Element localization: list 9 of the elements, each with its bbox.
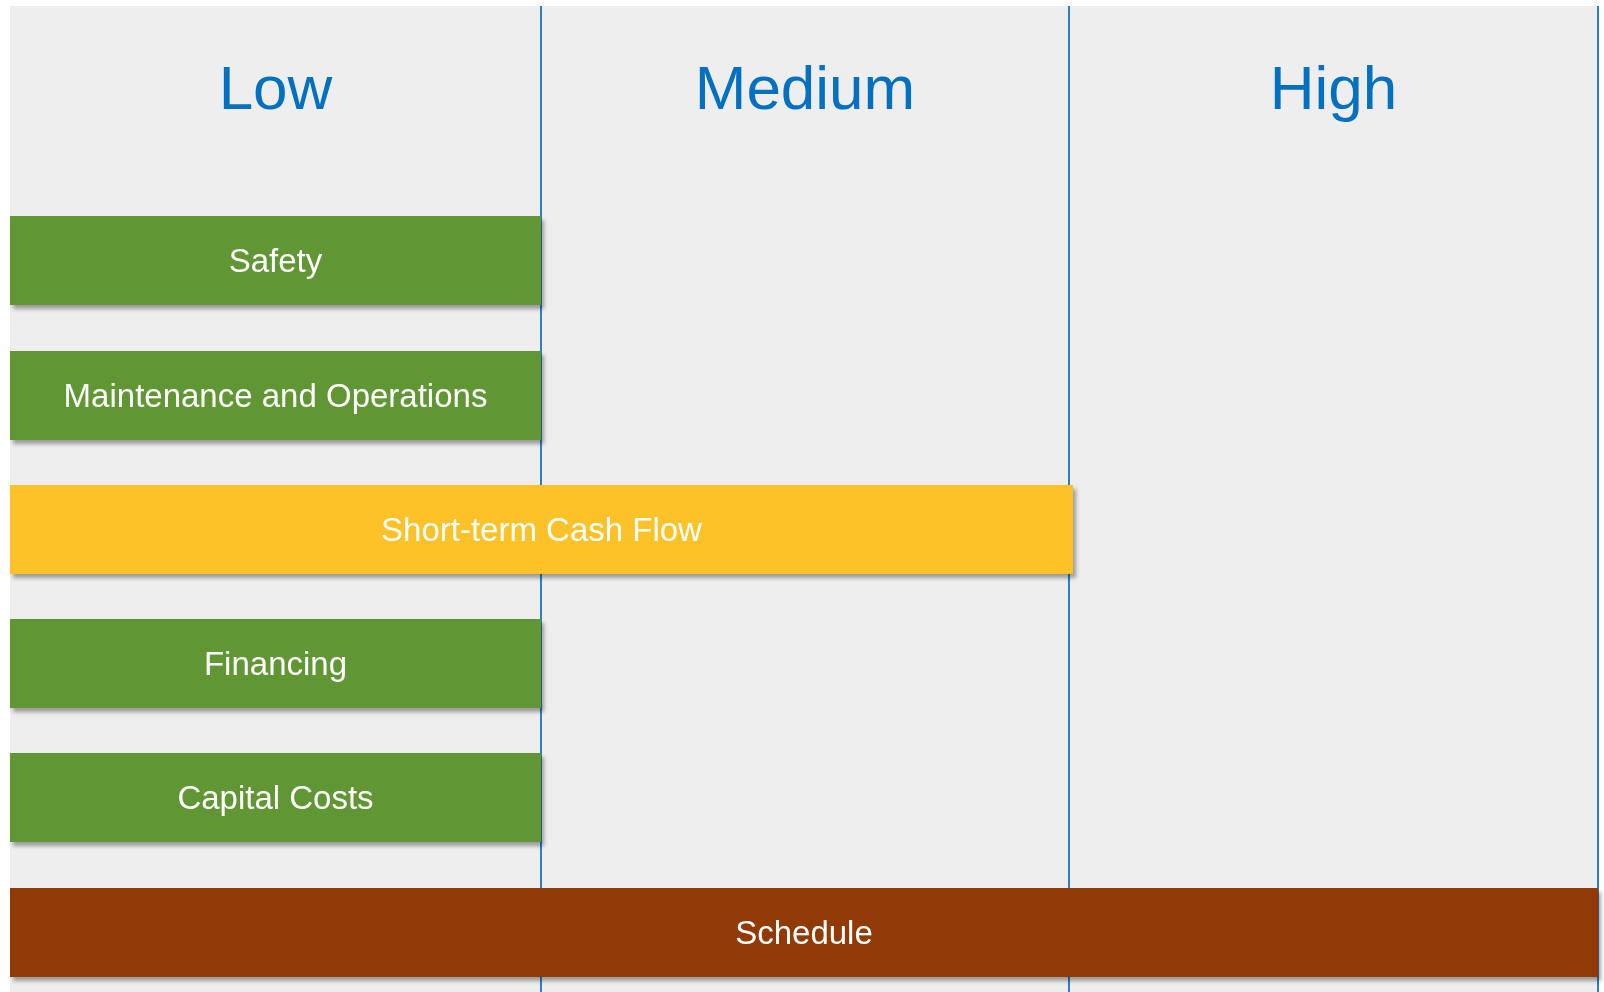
category-bar: Short-term Cash Flow <box>10 485 1073 574</box>
category-bar: Financing <box>10 619 541 708</box>
column-header: High <box>1269 52 1398 124</box>
column-header: Medium <box>694 52 916 124</box>
category-bar: Maintenance and Operations <box>10 351 541 440</box>
column-header: Low <box>218 52 333 124</box>
category-bar: Capital Costs <box>10 753 541 842</box>
category-bar: Safety <box>10 216 541 305</box>
category-bar: Schedule <box>10 888 1598 977</box>
